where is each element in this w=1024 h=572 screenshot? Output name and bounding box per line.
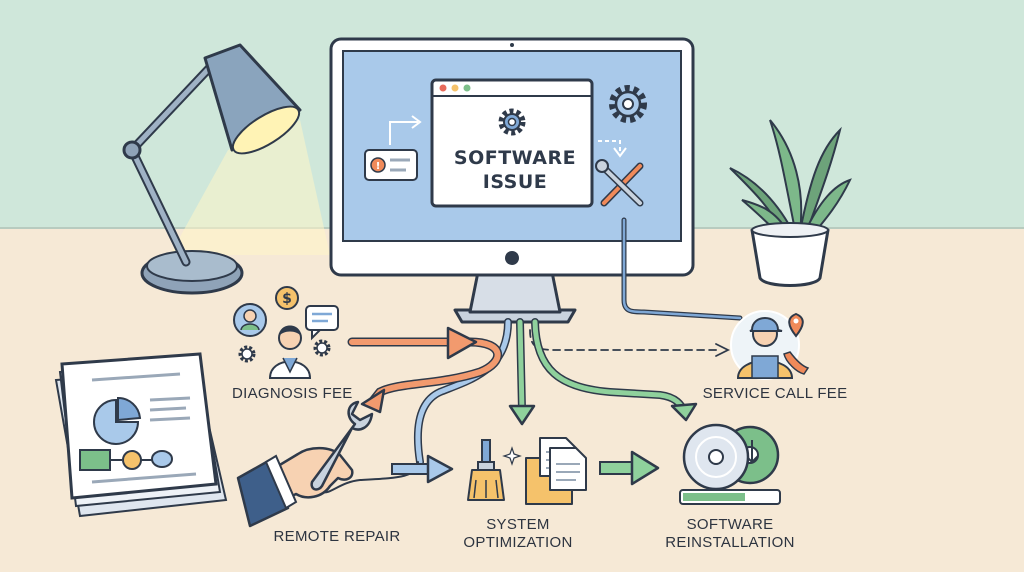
- screen-title-line2: ISSUE: [482, 171, 548, 193]
- error-notification-icon: !: [364, 115, 422, 181]
- user-icon: [233, 303, 267, 337]
- brush-icon: [467, 439, 505, 501]
- arrow-system-to-reinstall: [599, 450, 660, 486]
- remote-repair-label: REMOTE REPAIR: [273, 528, 401, 545]
- diagnosis-fee-label: DIAGNOSIS FEE: [232, 385, 353, 402]
- gear-icon: [498, 108, 526, 136]
- tools-icon: [595, 159, 644, 207]
- chat-icon: [305, 305, 339, 341]
- gear-icon: [238, 345, 256, 363]
- sparkle-icon: [502, 446, 522, 466]
- technician-icon: [268, 325, 312, 379]
- software-reinstallation-line2: REINSTALLATION: [665, 534, 795, 551]
- potted-plant: [729, 119, 852, 287]
- arrow-icon: [598, 140, 627, 158]
- gear-icon: [609, 85, 647, 123]
- service-call-fee-label: SERVICE CALL FEE: [702, 385, 848, 402]
- location-pin-icon: [788, 312, 804, 338]
- gear-icon: [313, 339, 331, 357]
- disc-icon: [682, 423, 780, 491]
- report-documents: [54, 352, 228, 518]
- arrow-remote-to-system: [391, 454, 454, 484]
- system-optimization-line1: SYSTEM: [486, 516, 550, 533]
- system-optimization-line2: OPTIMIZATION: [463, 534, 573, 551]
- dollar-icon: $: [275, 286, 299, 310]
- error-window: [430, 78, 594, 208]
- screen-title: SOFTWARE ISSUE: [440, 146, 590, 194]
- hand-wrench-icon: [236, 400, 374, 528]
- arrowheads: [360, 326, 698, 426]
- svg-text:!: !: [376, 161, 381, 172]
- flow-lines: [321, 217, 743, 494]
- phone-icon: [783, 351, 810, 375]
- progress-bar-icon: [679, 489, 781, 505]
- technician-icon: [730, 310, 800, 380]
- system-optimization-label: SYSTEM OPTIMIZATION: [448, 516, 588, 552]
- desk-lamp: [122, 43, 330, 295]
- software-reinstallation-label: SOFTWARE REINSTALLATION: [655, 516, 805, 552]
- document-icon: [539, 437, 587, 491]
- svg-text:$: $: [282, 291, 292, 307]
- software-reinstallation-line1: SOFTWARE: [686, 516, 774, 533]
- screen-title-line1: SOFTWARE: [453, 147, 577, 169]
